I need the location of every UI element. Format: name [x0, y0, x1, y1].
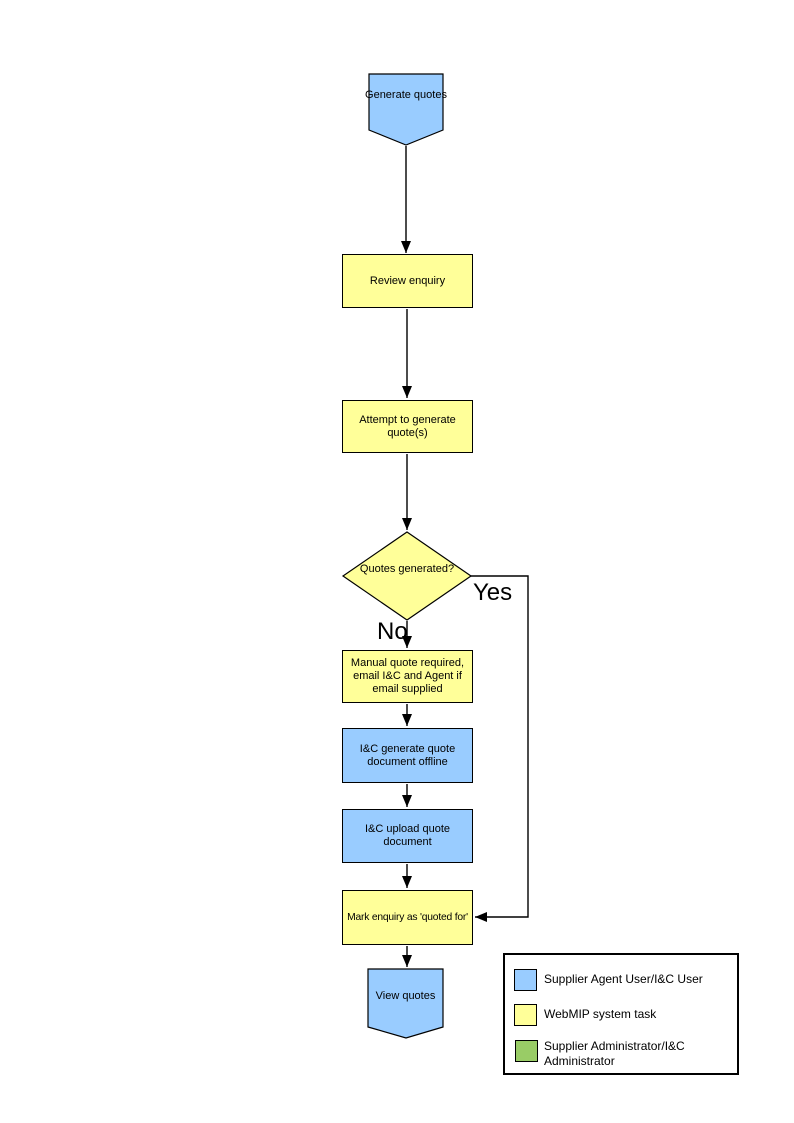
legend-label-admin: Supplier Administrator/I&C Administrator: [544, 1039, 685, 1068]
process-attempt-generate: Attempt to generate quote(s): [342, 400, 473, 453]
legend-box: Supplier Agent User/I&C User WebMIP syst…: [503, 953, 739, 1075]
process-review-enquiry: Review enquiry: [342, 254, 473, 308]
yes-branch-line: [471, 575, 529, 922]
process-mark-quoted: Mark enquiry as 'quoted for': [342, 890, 473, 945]
legend-label-agent: Supplier Agent User/I&C User: [544, 972, 703, 986]
start-terminator-label: Generate quotes: [365, 89, 447, 101]
legend-label-system: WebMIP system task: [544, 1007, 657, 1021]
start-terminator-shape: [368, 73, 444, 146]
process-upload-quote: I&C upload quote document: [342, 809, 473, 863]
yes-branch-label: Yes: [473, 579, 513, 606]
no-branch-label: No: [377, 618, 408, 645]
legend-swatch-system: [514, 1004, 537, 1026]
decision-diamond-shape: [341, 531, 473, 621]
legend-swatch-admin: [515, 1040, 538, 1062]
decision-label: Quotes generated?: [359, 563, 455, 575]
legend-swatch-agent: [514, 969, 537, 991]
process-manual-quote: Manual quote required, email I&C and Age…: [342, 650, 473, 703]
end-terminator-label: View quotes: [375, 990, 436, 1002]
process-generate-offline: I&C generate quote document offline: [342, 728, 473, 783]
end-terminator-shape: [367, 968, 444, 1039]
